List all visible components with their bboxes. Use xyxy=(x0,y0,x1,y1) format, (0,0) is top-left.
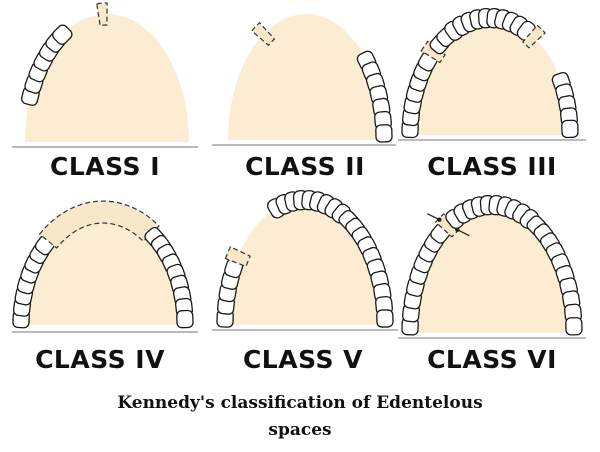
arch-class-4 xyxy=(12,200,198,333)
arch-class-6 xyxy=(398,194,586,339)
tooth-icon xyxy=(176,309,194,329)
figure-caption: Kennedy's classification of Edentelous s… xyxy=(0,390,600,444)
edentulous-space-icon xyxy=(251,22,275,46)
label-class-6: CLASS VI xyxy=(427,345,557,374)
palate-area xyxy=(25,14,189,142)
edentulous-space-icon xyxy=(522,24,546,49)
label-class-5: CLASS V xyxy=(242,345,364,374)
label-class-2: CLASS II xyxy=(245,152,365,181)
palate-area xyxy=(225,200,385,325)
label-class-3: CLASS III xyxy=(427,152,557,181)
arrow-icon xyxy=(437,217,442,222)
arrow-icon xyxy=(427,213,440,221)
label-class-4: CLASS IV xyxy=(35,345,165,374)
label-class-1: CLASS I xyxy=(49,152,161,181)
tooth-icon xyxy=(565,317,583,336)
arrow-icon xyxy=(457,229,470,237)
caption-line-2: spaces xyxy=(268,420,332,440)
edentulous-space-icon xyxy=(39,200,160,249)
palate-area xyxy=(410,205,574,333)
edentulous-space-icon xyxy=(420,40,446,64)
palate-area xyxy=(228,14,384,140)
edentulous-space-icon xyxy=(96,2,108,27)
arch-class-2 xyxy=(212,14,396,146)
tooth-icon xyxy=(561,119,579,139)
palate-area xyxy=(410,18,570,135)
arch-class-3 xyxy=(398,7,586,141)
edentulous-space-icon xyxy=(224,246,251,267)
caption-line-1: Kennedy's classification of Edentelous xyxy=(117,393,483,413)
arch-class-5 xyxy=(212,189,398,331)
tooth-icon xyxy=(52,24,73,45)
tooth-icon xyxy=(376,309,394,328)
tooth-icon xyxy=(375,124,393,143)
arch-class-1 xyxy=(12,2,198,148)
